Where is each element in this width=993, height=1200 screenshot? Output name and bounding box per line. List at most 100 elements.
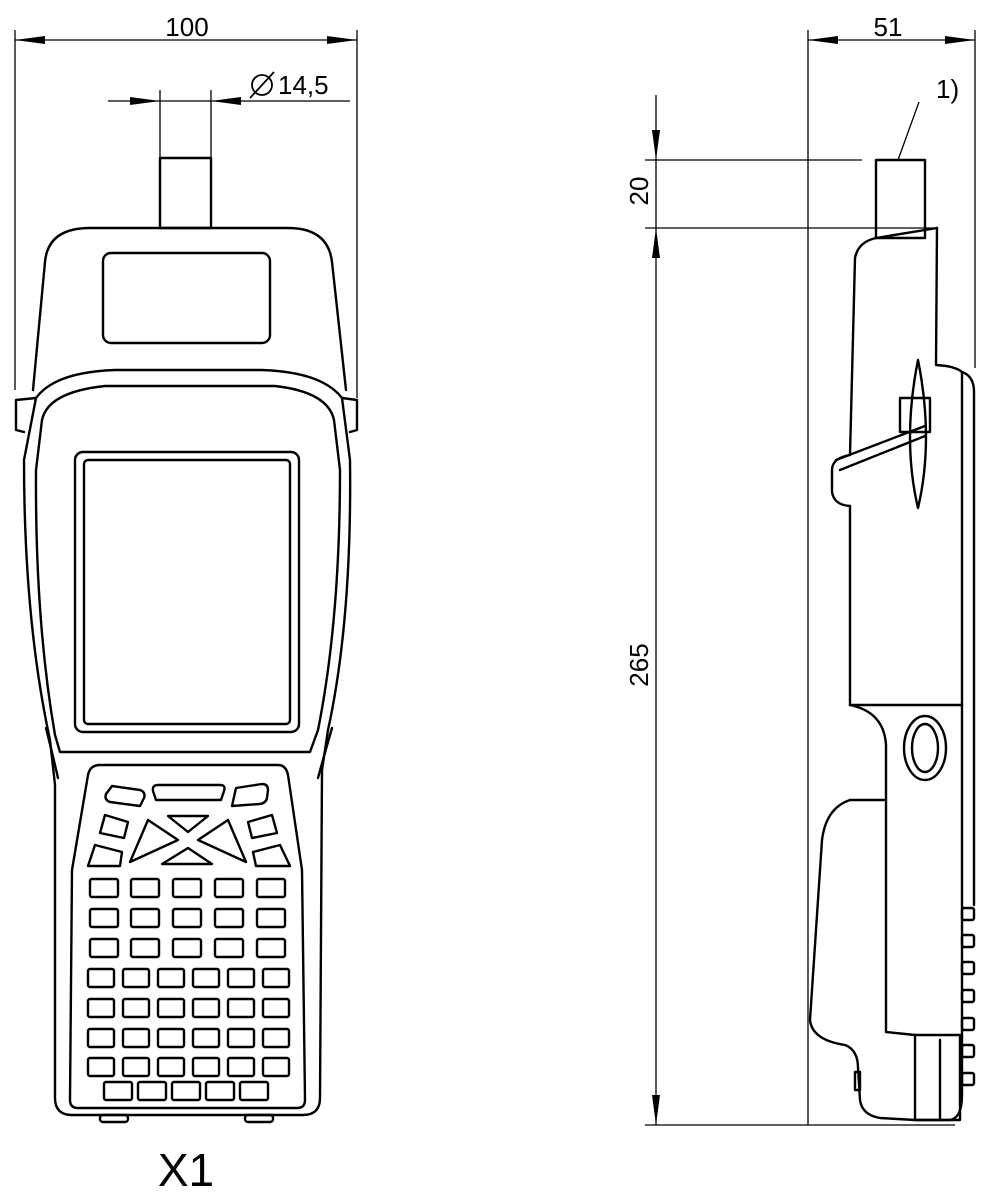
arrowhead [211,97,241,105]
keypad-key [170,1080,202,1102]
device-front [14,156,359,1124]
clip-block [898,396,932,434]
keypad-key [129,937,161,959]
keypad-outline [68,763,307,1110]
antenna-diameter-value: 14,5 [278,70,329,100]
side-view: 51 1) 20 265 [624,12,976,1126]
navigation-keys [86,782,292,868]
key-ridge [960,988,976,1004]
foot-left [98,1113,130,1124]
trigger-clip [908,358,928,510]
antenna [874,158,927,240]
width-dimension: 100 [14,12,358,398]
strap-line [838,434,927,472]
housing-front-edge [913,226,964,1122]
keypad-key [136,1080,168,1102]
diameter-icon [249,71,275,99]
function-key [246,813,279,840]
keypad-key [191,1027,221,1049]
key-ridge [960,960,976,976]
arrow-key-down [160,846,214,866]
latch [853,1070,862,1092]
keypad-key [121,997,151,1019]
keypad-key [86,1056,116,1078]
keypad-key [88,907,120,929]
housing-rim [960,370,976,907]
keypad-key [129,877,161,899]
side-button-ring [902,714,948,782]
housing-back-upper [848,236,878,457]
front-view: 100 14,5 [14,12,359,1196]
keypad-key [191,967,221,989]
keypad-key [171,877,203,899]
keypad-key [226,997,256,1019]
function-key [230,782,270,808]
key-ridge [960,933,976,949]
keypad-key [213,877,245,899]
function-key [151,783,226,802]
footnote-marker: 1) [936,74,959,104]
keypad-key [129,907,161,929]
keypad-key [156,1056,186,1078]
keypad-key [261,1027,291,1049]
head-top [874,226,939,240]
height-dimensions: 20 265 [624,95,955,1126]
keypad-key [255,907,287,929]
keypad-key [255,937,287,959]
width-dimension-value: 100 [165,12,208,42]
side-tab-right [340,396,359,434]
grip-line-left [44,726,60,780]
keypad-key [261,967,291,989]
keypad-key [121,967,151,989]
keypad-key [255,877,287,899]
arrowhead [945,36,975,44]
arrowhead [327,36,357,44]
keypad-key [86,1027,116,1049]
keypad-key [238,1080,270,1102]
display-frame [73,450,301,734]
antenna-height-value: 20 [624,177,654,206]
key-ridge [960,906,976,922]
keypad-key [226,1027,256,1049]
keypad-key [88,937,120,959]
function-key [251,843,292,868]
side-tab-left [14,396,38,434]
leader-line [897,101,920,161]
keypad-key [156,967,186,989]
arrow-key-right [196,818,248,864]
keypad-key [191,1056,221,1078]
keypad-key [156,1027,186,1049]
arrowhead [808,36,838,44]
arrowhead [15,36,45,44]
keypad-key [226,1056,256,1078]
keypad-key [86,997,116,1019]
housing-outer [22,368,352,1117]
arrowhead [652,1095,660,1125]
keypad-key [171,907,203,929]
scan-window [101,251,272,345]
antenna-diameter-dimension: 14,5 [108,70,350,158]
arrowhead [652,130,660,160]
display [82,458,292,726]
function-key [98,813,130,840]
keypad-key [261,1056,291,1078]
function-key [104,784,146,808]
foot-right [243,1113,275,1124]
arrowhead [652,228,660,258]
keypad-key [171,937,203,959]
keypad-key [191,997,221,1019]
keypad-key [261,997,291,1019]
antenna [158,156,213,230]
depth-dimension-value: 51 [874,12,903,42]
keypad-key [86,967,116,989]
strap-bump [830,453,852,508]
key-ridge [960,1016,976,1032]
body-height-value: 265 [624,643,654,686]
keypad-key [88,877,120,899]
arrow-key-left [128,818,180,864]
device-side [808,158,976,1122]
grip-line-right [316,726,334,780]
function-key [86,843,124,868]
keypad-key [121,1027,151,1049]
